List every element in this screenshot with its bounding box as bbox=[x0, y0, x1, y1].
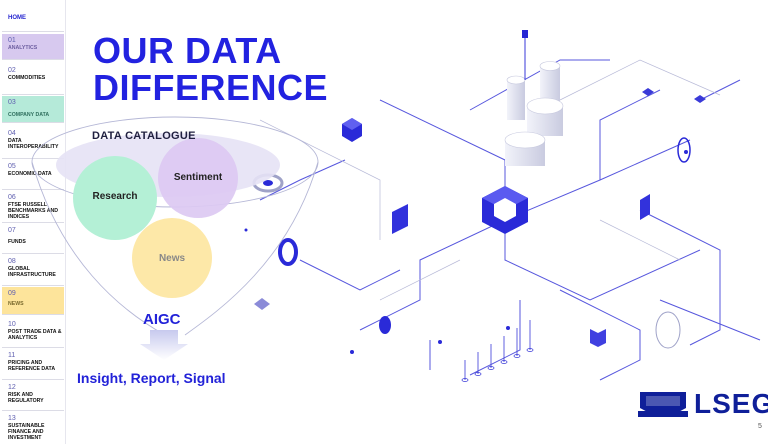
sidebar-item-label: GLOBAL INFRASTRUCTURE bbox=[8, 266, 56, 278]
sidebar-item-commodities[interactable]: 02 COMMODITIES bbox=[2, 64, 64, 95]
sidebar-item-number: 07 bbox=[8, 227, 16, 234]
sidebar-item-label: HOME bbox=[8, 15, 26, 21]
sidebar-nav: HOME 01 ANALYTICS 02 COMMODITIES 03 COMP… bbox=[0, 0, 66, 444]
sidebar-item-label: RISK AND REGULATORY bbox=[8, 392, 44, 404]
lseg-crest-icon bbox=[638, 392, 688, 417]
sidebar-item-sustainable-finance[interactable]: 13 SUSTAINABLE FINANCE AND INVESTMENT bbox=[2, 412, 64, 444]
sidebar-item-analytics[interactable]: 01 ANALYTICS bbox=[2, 34, 64, 60]
sentiment-label: Sentiment bbox=[173, 172, 223, 183]
data-catalogue-title: DATA CATALOGUE bbox=[92, 130, 196, 142]
sidebar-item-number: 11 bbox=[8, 352, 16, 359]
title-line-2: DIFFERENCE bbox=[93, 67, 329, 108]
sidebar-item-number: 13 bbox=[8, 415, 16, 422]
sidebar-item-number: 06 bbox=[8, 194, 16, 201]
network-dots bbox=[244, 150, 688, 354]
sidebar-item-data-interoperability[interactable]: 04 DATA INTEROPERABILITY bbox=[2, 127, 64, 159]
sidebar-item-post-trade[interactable]: 10 POST TRADE DATA & ANALYTICS bbox=[2, 318, 64, 348]
news-bubble bbox=[132, 218, 212, 298]
sidebar-item-company-data[interactable]: 03 COMPANY DATA bbox=[2, 96, 64, 123]
research-bubble bbox=[73, 156, 157, 240]
research-label: Research bbox=[92, 191, 138, 202]
sidebar-item-label: ANALYTICS bbox=[8, 45, 38, 51]
news-label: News bbox=[158, 253, 186, 264]
sidebar-item-number: 12 bbox=[8, 384, 16, 391]
sidebar-item-label: SUSTAINABLE FINANCE AND INVESTMENT bbox=[8, 423, 45, 441]
sidebar-item-label: DATA INTEROPERABILITY bbox=[8, 138, 59, 150]
title-line-1: OUR DATA bbox=[93, 30, 282, 71]
sidebar-item-pricing-reference[interactable]: 11 PRICING AND REFERENCE DATA bbox=[2, 349, 64, 380]
sidebar-item-label: ECONOMIC DATA bbox=[8, 171, 52, 177]
sidebar-item-label: FUNDS bbox=[8, 239, 26, 245]
sidebar-item-label: PRICING AND REFERENCE DATA bbox=[8, 360, 56, 372]
sidebar-item-risk-regulatory[interactable]: 12 RISK AND REGULATORY bbox=[2, 381, 64, 411]
network-faint-lines bbox=[259, 59, 721, 301]
sidebar-item-number: 02 bbox=[8, 67, 16, 74]
sidebar-item-label: POST TRADE DATA & ANALYTICS bbox=[8, 329, 62, 341]
lseg-logo: LSEG bbox=[694, 388, 768, 419]
sidebar-item-number: 08 bbox=[8, 258, 16, 265]
down-arrow-icon bbox=[140, 330, 188, 360]
central-cube bbox=[482, 186, 528, 234]
page-number: 5 bbox=[758, 423, 762, 430]
sidebar-item-number: 10 bbox=[8, 321, 16, 328]
database-cylinders bbox=[504, 30, 564, 166]
sidebar-item-number: 04 bbox=[8, 130, 16, 137]
sidebar-item-economic-data[interactable]: 05 ECONOMIC DATA bbox=[2, 160, 64, 190]
sentiment-bubble bbox=[158, 138, 238, 218]
sidebar-item-label: FTSE RUSSELL BENCHMARKS AND INDICES bbox=[8, 202, 58, 220]
page-title: OUR DATA DIFFERENCE bbox=[93, 32, 328, 106]
sidebar-item-ftse-russell[interactable]: 06 FTSE RUSSELL BENCHMARKS AND INDICES bbox=[2, 191, 64, 223]
small-cubes bbox=[254, 88, 706, 347]
sidebar-item-number: 01 bbox=[8, 37, 16, 44]
peg-array bbox=[461, 320, 534, 382]
sidebar-item-home[interactable]: HOME bbox=[2, 2, 64, 32]
sidebar-item-label: COMMODITIES bbox=[8, 75, 46, 81]
sidebar-item-news[interactable]: 09 NEWS bbox=[2, 287, 64, 315]
sidebar-item-label: COMPANY DATA bbox=[8, 112, 50, 118]
sidebar-item-funds[interactable]: 07 FUNDS bbox=[2, 224, 64, 254]
sidebar-item-label: NEWS bbox=[8, 301, 24, 307]
aigc-label: AIGC bbox=[143, 311, 181, 328]
output-label: Insight, Report, Signal bbox=[77, 370, 226, 386]
ring-shapes bbox=[252, 137, 691, 349]
sidebar-item-number: 05 bbox=[8, 163, 16, 170]
sidebar-item-number: 09 bbox=[8, 290, 16, 297]
sidebar-item-global-infrastructure[interactable]: 08 GLOBAL INFRASTRUCTURE bbox=[2, 255, 64, 286]
sidebar-item-number: 03 bbox=[8, 99, 16, 106]
